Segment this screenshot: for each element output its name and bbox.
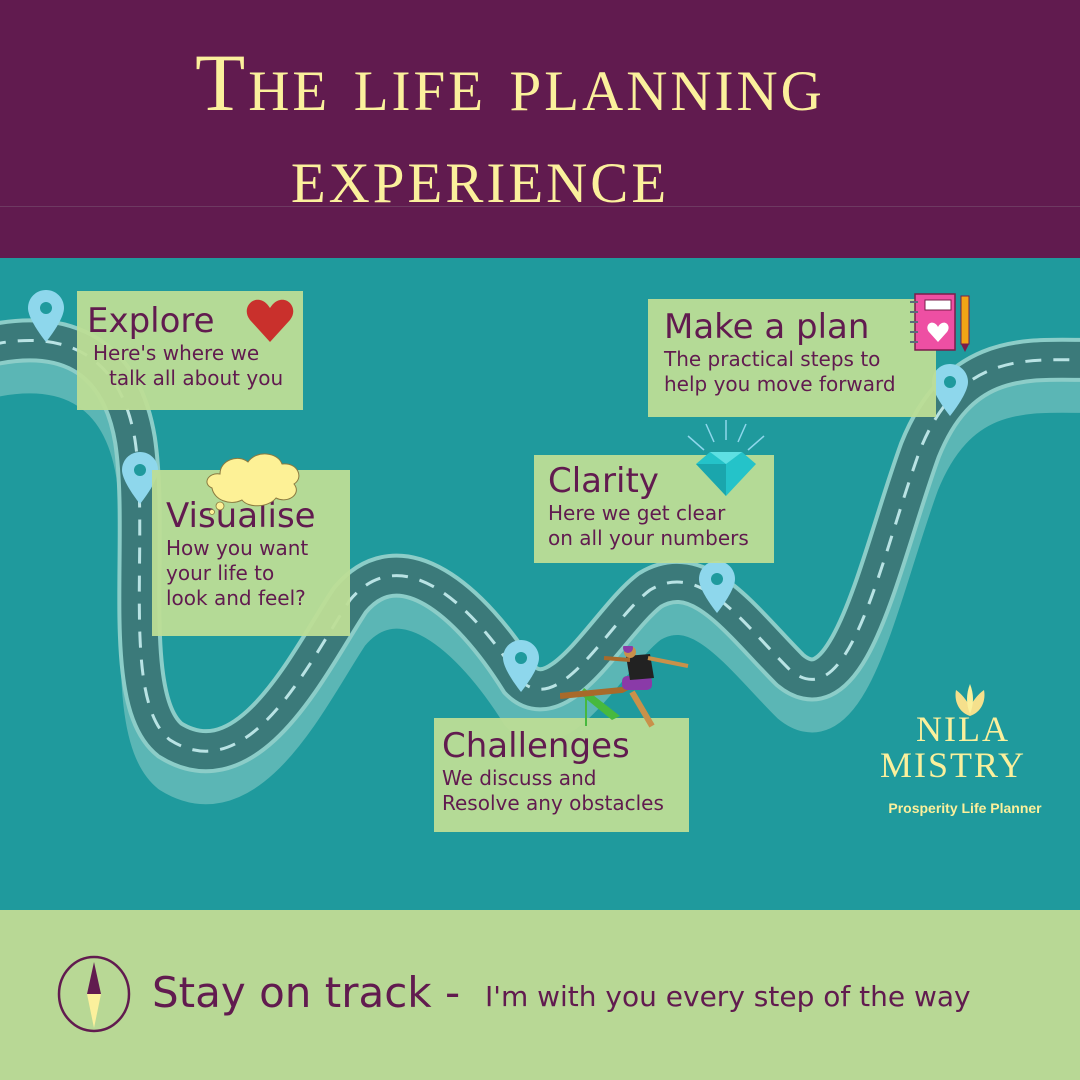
stage-text: on all your numbers: [548, 526, 749, 550]
stage-title: Clarity: [548, 461, 659, 501]
compass-icon: [57, 955, 131, 1033]
lotus-icon: [955, 684, 985, 716]
road-map-area: Explore Here's where we talk all about y…: [0, 258, 1080, 910]
header-banner: The life planning experience: [0, 0, 1080, 258]
stage-title: Visualise: [166, 496, 316, 536]
stage-text: Here we get clear: [548, 501, 726, 525]
stage-title: Explore: [87, 301, 215, 341]
map-pin-icon: [28, 290, 64, 342]
stage-text: talk all about you: [109, 366, 284, 390]
page-title-line1: The life planning: [195, 37, 825, 128]
stage-text: your life to: [166, 561, 275, 585]
stage-text: The practical steps to: [664, 347, 881, 371]
stage-text: How you want: [166, 536, 309, 560]
stage-card-make-a-plan: Make a plan The practical steps to help …: [648, 299, 936, 417]
stage-text: look and feel?: [166, 586, 306, 610]
map-pin-icon: [503, 640, 539, 692]
footer-subtext: I'm with you every step of the way: [485, 980, 971, 1013]
stage-text: Here's where we: [93, 341, 260, 365]
map-pin-icon: [932, 364, 968, 416]
stage-text: We discuss and: [442, 766, 597, 790]
logo-name-line2: MISTRY: [880, 745, 1027, 785]
logo-tagline: Prosperity Life Planner: [888, 800, 1042, 816]
stage-title: Challenges: [442, 726, 630, 766]
heart-icon: [246, 299, 294, 342]
footer-banner: Stay on track - I'm with you every step …: [0, 910, 1080, 1080]
stage-title: Make a plan: [664, 307, 870, 347]
footer-headline: Stay on track -: [152, 968, 461, 1017]
thought-cloud-icon: [206, 453, 300, 515]
stage-card-challenges: Challenges We discuss and Resolve any ob…: [434, 718, 689, 832]
page-title-line2: experience: [290, 129, 670, 220]
logo-name-line1: NILA: [916, 709, 1010, 749]
brand-logo: NILA MISTRY Prosperity Life Planner: [880, 680, 1060, 830]
map-pin-icon: [699, 561, 735, 613]
diamond-icon: [687, 420, 765, 496]
header-divider: [0, 206, 1080, 207]
map-pin-icon: [122, 452, 158, 504]
stage-text: help you move forward: [664, 372, 896, 396]
hurdle-runner-icon: [560, 646, 689, 728]
notebook-pencil-icon: [910, 293, 970, 352]
stage-text: Resolve any obstacles: [442, 791, 664, 815]
